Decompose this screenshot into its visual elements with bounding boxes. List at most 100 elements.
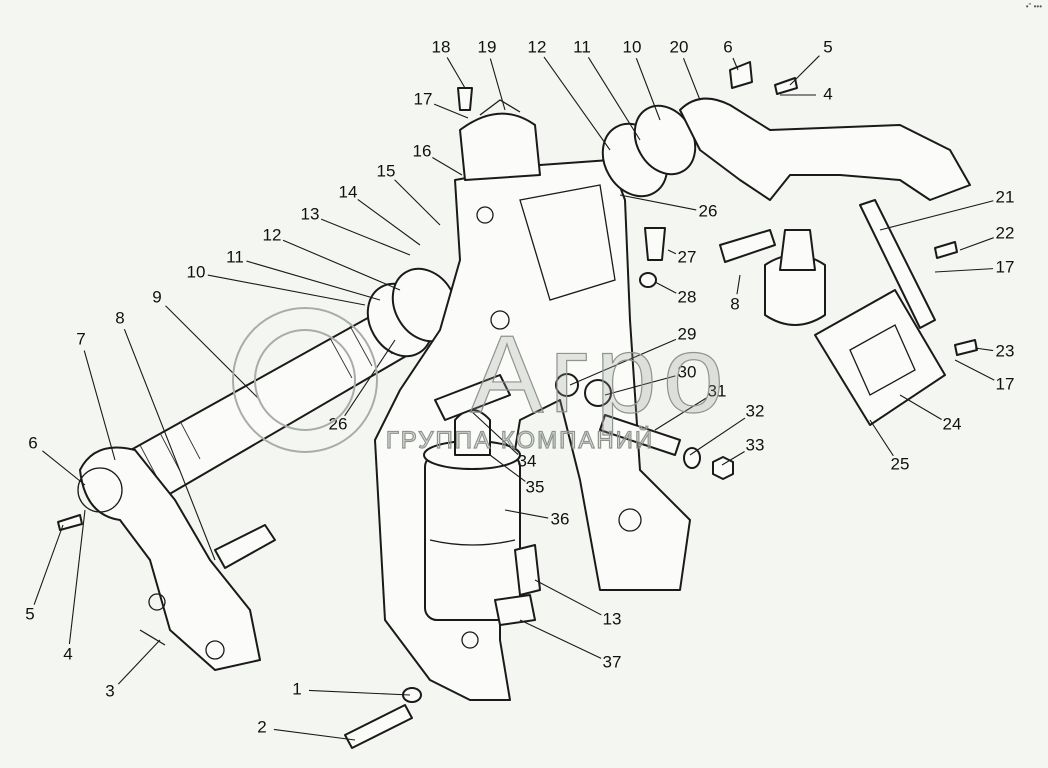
callout-number: 16 <box>413 141 432 160</box>
callout-5: 5 <box>25 524 64 623</box>
callout-number: 13 <box>603 609 622 628</box>
callout-3: 3 <box>105 639 161 700</box>
leader-line <box>604 375 676 396</box>
callout-number: 31 <box>708 381 727 400</box>
callout-27: 27 <box>667 247 696 266</box>
leader-line <box>879 200 994 231</box>
callout-number: 5 <box>823 37 832 56</box>
callout-number: 1 <box>292 679 301 698</box>
hydraulic-cylinder <box>423 374 541 626</box>
callout-16: 16 <box>413 141 463 176</box>
leader-line <box>667 249 677 255</box>
leader-line <box>246 260 381 301</box>
callout-number: 36 <box>551 509 570 528</box>
callout-4: 4 <box>63 509 86 663</box>
callout-number: 3 <box>105 681 114 700</box>
callout-32: 32 <box>689 401 765 456</box>
callout-number: 22 <box>996 223 1015 242</box>
callout-number: 4 <box>823 84 832 103</box>
callout-number: 28 <box>678 287 697 306</box>
callout-number: 24 <box>943 414 962 433</box>
leader-line <box>68 509 86 645</box>
callout-number: 23 <box>996 341 1015 360</box>
callout-11: 11 <box>226 247 381 301</box>
callout-21: 21 <box>879 187 1015 231</box>
callout-22: 22 <box>959 223 1015 251</box>
callout-number: 37 <box>603 652 622 671</box>
callout-number: 25 <box>891 454 910 473</box>
callout-33: 33 <box>721 435 765 466</box>
callout-17: 17 <box>934 257 1015 276</box>
callout-number: 12 <box>528 37 547 56</box>
callout-number: 33 <box>746 435 765 454</box>
callout-6: 6 <box>723 37 739 71</box>
leader-line <box>682 57 701 101</box>
callout-number: 12 <box>263 225 282 244</box>
leader-line <box>357 198 421 246</box>
callout-37: 37 <box>519 619 622 671</box>
callout-18: 18 <box>432 37 466 89</box>
callout-number: 5 <box>25 604 34 623</box>
callout-number: 34 <box>518 451 537 470</box>
callout-24: 24 <box>899 394 962 433</box>
callout-12: 12 <box>528 37 611 151</box>
callout-number: 18 <box>432 37 451 56</box>
callout-number: 26 <box>329 414 348 433</box>
leader-line <box>654 281 677 294</box>
leader-line <box>446 57 466 89</box>
leader-line <box>619 194 697 211</box>
callout-13: 13 <box>534 579 622 628</box>
callout-number: 15 <box>377 161 396 180</box>
leader-line <box>736 274 741 295</box>
callout-number: 19 <box>478 37 497 56</box>
leader-line <box>489 454 526 482</box>
callout-1: 1 <box>292 679 411 698</box>
callout-14: 14 <box>339 182 421 246</box>
leader-line <box>732 57 739 71</box>
leader-line <box>635 58 661 121</box>
callout-9: 9 <box>152 287 261 401</box>
leader-line <box>394 179 441 226</box>
leader-line <box>42 450 86 486</box>
leader-line <box>789 55 820 86</box>
callout-34: 34 <box>469 409 537 470</box>
callout-26: 26 <box>329 339 396 433</box>
callout-10: 10 <box>623 37 661 121</box>
watermark-logo-text: Агро <box>470 313 730 436</box>
callout-11: 11 <box>573 37 641 141</box>
callout-number: 21 <box>996 187 1015 206</box>
callout-number: 10 <box>623 37 642 56</box>
leader-line <box>308 689 411 696</box>
small-parts <box>57 61 978 749</box>
leader-line <box>899 394 942 420</box>
leader-line <box>320 218 411 256</box>
callout-number: 8 <box>730 294 739 313</box>
callout-number: 6 <box>723 37 732 56</box>
callout-number: 14 <box>339 182 358 201</box>
left-lever-arm <box>77 446 276 671</box>
leader-line <box>165 305 261 401</box>
callout-number: 8 <box>115 308 124 327</box>
callout-number: 6 <box>28 433 37 452</box>
leader-line <box>123 329 216 561</box>
callout-number: 17 <box>414 89 433 108</box>
callout-17: 17 <box>414 89 469 119</box>
callout-20: 20 <box>670 37 701 101</box>
leader-line <box>934 268 994 273</box>
leader-line <box>504 509 549 519</box>
callout-8: 8 <box>730 274 741 313</box>
callout-number: 7 <box>76 329 85 348</box>
leader-line <box>974 347 994 352</box>
watermark: Агро ГРУППА КОМПАНИЙ <box>232 307 730 455</box>
leader-line <box>721 451 745 466</box>
leader-line <box>654 397 708 431</box>
callout-number: 2 <box>257 717 266 736</box>
callout-26: 26 <box>619 194 718 220</box>
callout-number: 17 <box>996 257 1015 276</box>
callout-19: 19 <box>478 37 506 111</box>
leader-line <box>432 157 463 176</box>
callout-number: 26 <box>699 201 718 220</box>
callout-number: 32 <box>746 401 765 420</box>
callout-number: 11 <box>573 37 591 56</box>
leader-line <box>587 57 641 141</box>
